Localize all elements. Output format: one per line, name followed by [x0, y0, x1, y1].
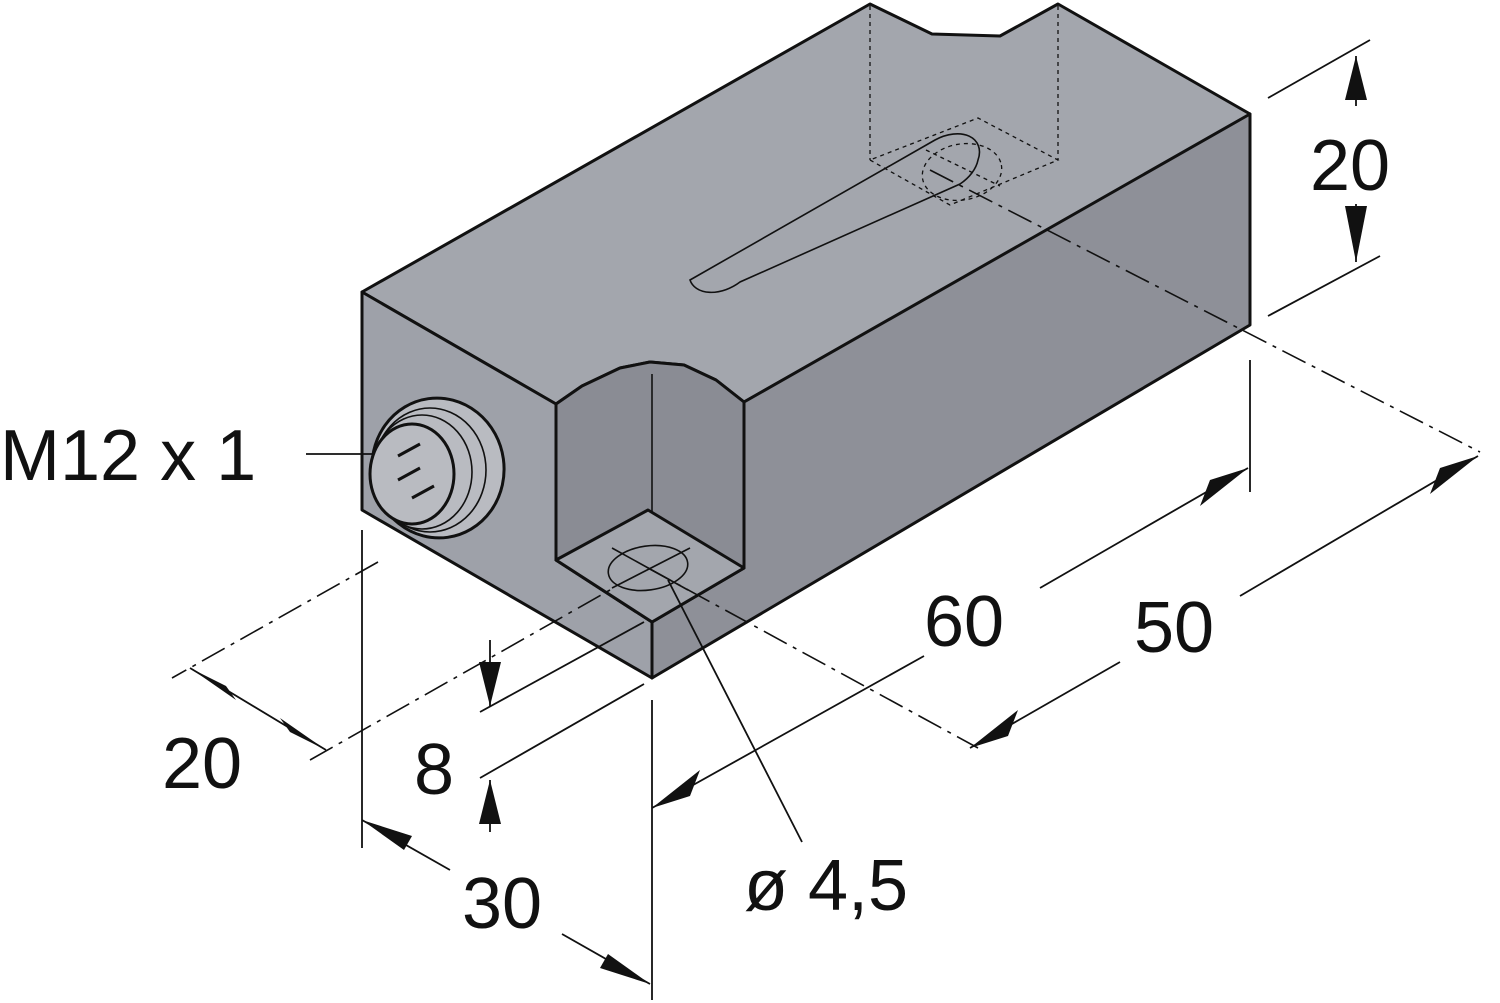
arrowhead-50-right: [1430, 456, 1478, 494]
arrowhead-20-width-left: [190, 668, 236, 700]
arrowhead-20-height-top: [1345, 56, 1367, 100]
label-height-20: 20: [1310, 126, 1390, 206]
top-slot: [689, 133, 981, 294]
label-spacing-50: 50: [1134, 588, 1214, 668]
label-hole-diameter: ø 4,5: [744, 846, 908, 926]
arrowhead-30-left: [362, 820, 412, 850]
label-length-60: 60: [924, 582, 1004, 662]
sensor-housing: [360, 2, 1252, 680]
dimension-labels: M12 x 1 20 60 50 20 8 30 ø 4,5: [0, 126, 1390, 944]
center-lines: [171, 169, 1481, 761]
extension-lines: [361, 39, 1381, 1000]
label-thread: M12 x 1: [0, 416, 256, 496]
arrowheads: [190, 56, 1478, 984]
m12-connector: [368, 396, 506, 540]
label-width-20: 20: [162, 724, 242, 804]
arrowhead-20-width-right: [280, 718, 326, 750]
arrowhead-50-left: [970, 710, 1018, 748]
arrowhead-30-right: [600, 954, 650, 984]
label-offset-8: 8: [414, 730, 454, 810]
label-depth-30: 30: [462, 864, 542, 944]
arrowhead-8-top: [479, 662, 501, 706]
arrowhead-20-height-bottom: [1345, 206, 1367, 262]
rear-notch-hidden-lines: [869, 6, 1060, 206]
arrowhead-60-left: [652, 770, 700, 808]
arrowhead-60-right: [1200, 468, 1248, 506]
arrowhead-8-bottom: [479, 780, 501, 824]
